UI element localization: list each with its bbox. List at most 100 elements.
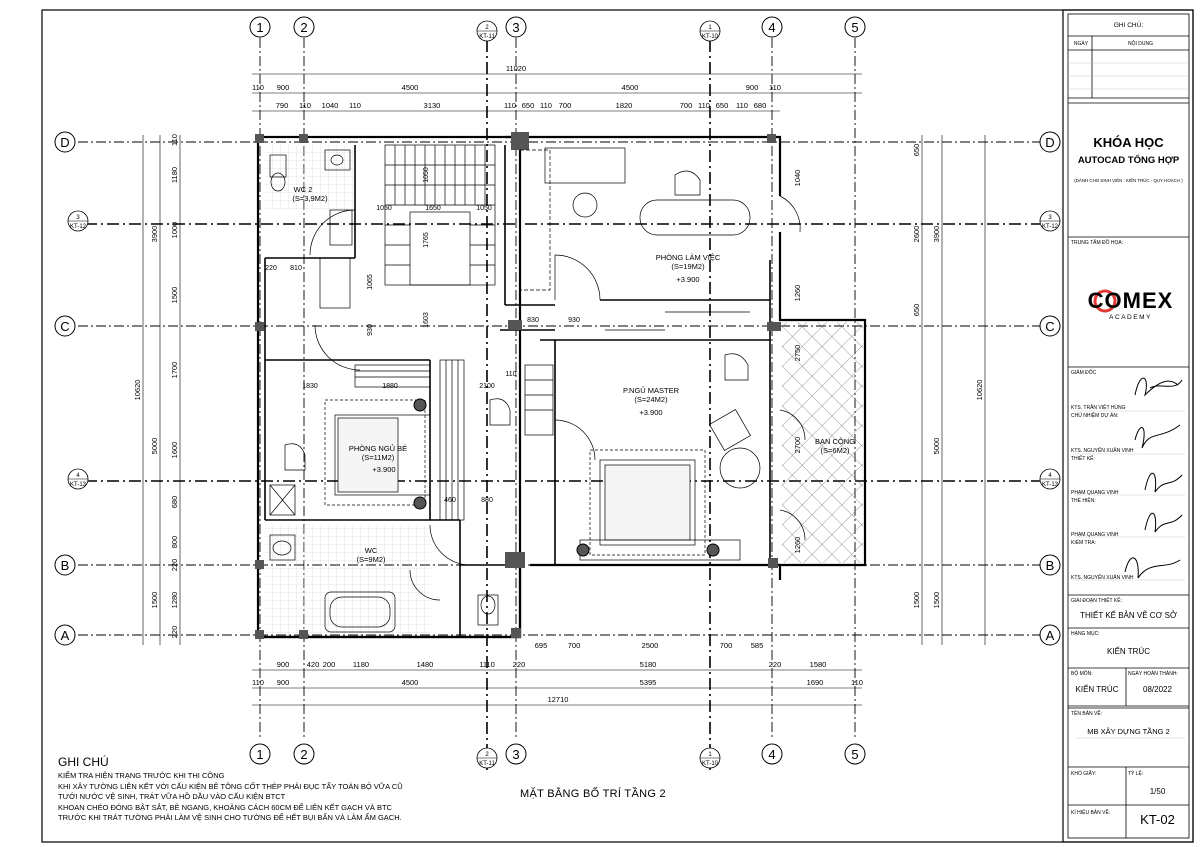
tb-stage-value: THIẾT KẾ BẢN VẼ CƠ SỞ — [1080, 611, 1177, 620]
dim-bottom-b: 2500 — [642, 641, 659, 650]
grid-label-col-5-bottom: 5 — [851, 747, 858, 762]
room-label: BAN CÔNG — [815, 437, 855, 446]
room-level: +3.900 — [676, 275, 699, 284]
room-area: (S=6M2) — [821, 446, 850, 455]
dim-bottom2: 900 — [277, 678, 290, 687]
room-level: +3.900 — [372, 465, 395, 474]
grid-label-row-D: D — [60, 135, 69, 150]
tb-scale-label: TỶ LỆ: — [1128, 771, 1144, 777]
tb-code-label: KÍ HIỆU BẢN VẼ: — [1071, 810, 1111, 816]
wardrobes — [319, 257, 554, 521]
grid-label-col-2: 2 — [300, 20, 307, 35]
dim-right-in: 2600 — [912, 226, 921, 243]
dim-top2: 1040 — [322, 101, 339, 110]
dim-interior: 880 — [481, 497, 493, 504]
dim-bottom-b: 700 — [568, 641, 581, 650]
grid-label-row-B-right: B — [1046, 558, 1055, 573]
tb-ghi-chu: GHI CHÚ: — [1113, 22, 1144, 29]
tb-course-sub: (DÀNH CHO SINH VIÊN : KIẾN TRÚC - QUY HO… — [1074, 178, 1183, 183]
grid-label-col-1: 1 — [256, 20, 263, 35]
room-area: (S=19M2) — [671, 262, 705, 271]
dim-top: 110 — [769, 83, 781, 92]
grid-label-col-3-bottom: 3 — [512, 747, 519, 762]
tb-pm-label: CHỦ NHIỆM DỰ ÁN: — [1071, 413, 1119, 419]
dim-bottom: 1110 — [479, 660, 495, 669]
grid-label-row-C-right: C — [1045, 319, 1054, 334]
tb-center-label: TRUNG TÂM ĐỒ HỌA: — [1071, 240, 1124, 246]
tb-pm-name: KTS. NGUYỄN XUÂN VINH — [1071, 448, 1134, 454]
dim-left-in: 800 — [170, 536, 179, 549]
tb-dept-value: KIẾN TRÚC — [1075, 685, 1119, 694]
furniture — [269, 147, 761, 633]
dim-bottom2: 110 — [851, 678, 863, 687]
signatures — [1124, 377, 1183, 579]
tb-design-label: THIẾT KẾ: — [1071, 456, 1095, 462]
tb-design-name: PHẠM QUANG VINH — [1071, 490, 1119, 496]
dim-bottom: 220 — [513, 660, 526, 669]
section-ref: KT-12 — [70, 224, 87, 230]
tb-check-label: KIỂM TRA: — [1071, 540, 1096, 546]
dim-top2: 110 — [504, 101, 516, 110]
room-label: WC 2 — [294, 185, 313, 194]
dim-bottom2: 1690 — [807, 678, 824, 687]
dim-right-in: 650 — [912, 144, 921, 157]
dim-right-in: 1500 — [912, 592, 921, 609]
dim-top2: 110 — [736, 101, 748, 110]
dim-bottom: 5180 — [640, 660, 657, 669]
notes-heading: GHI CHÚ — [58, 755, 109, 769]
dim-top2: 110 — [299, 101, 311, 110]
tb-logo-sub: ACADEMY — [1109, 314, 1152, 321]
room-label: PHÒNG LÀM VIỆC — [656, 253, 721, 262]
dim-interior-v: 1050 — [423, 167, 430, 183]
section-num: 3 — [76, 215, 80, 221]
tb-logo-main: COMEX — [1087, 288, 1174, 313]
note-line: TƯỚI NƯỚC VỆ SINH, TRÁT VỮA HỒ DẦU VÀO C… — [58, 792, 286, 802]
dim-top2: 650 — [716, 101, 729, 110]
tb-draw-label: THỂ HIỆN: — [1071, 498, 1096, 504]
tb-dept-label: BỘ MÔN: — [1071, 671, 1093, 677]
tb-draw-name: PHẠM QUANG VINH — [1071, 532, 1119, 538]
dim-interior-v: 930 — [367, 324, 374, 336]
section-ref: KT-10 — [702, 761, 719, 767]
dim-interior-v: 1065 — [367, 274, 374, 290]
dim-interior: 2100 — [479, 383, 495, 390]
room-area: (S=3,9M2) — [292, 194, 328, 203]
grid-label-row-D-right: D — [1045, 135, 1054, 150]
tb-item-value: KIẾN TRÚC — [1107, 647, 1150, 656]
wc-tile — [265, 525, 430, 635]
dim-left-in: 220 — [170, 626, 179, 639]
dim-interior-v: 1603 — [423, 312, 430, 328]
tb-stage-label: GIAI ĐOẠN THIẾT KẾ: — [1071, 598, 1122, 604]
section-num: 2 — [485, 752, 489, 758]
dim-left-in: 1000 — [170, 222, 179, 239]
dim-top2: 110 — [698, 101, 710, 110]
dim-bottom-b: 695 — [535, 641, 548, 650]
grid-label-col-1-bottom: 1 — [256, 747, 263, 762]
dim-right: 3900 — [932, 226, 941, 243]
dim-left-in: 1700 — [170, 362, 179, 379]
dim-left: 3900 — [150, 226, 159, 243]
section-ref: KT-12 — [1042, 224, 1059, 230]
dim-right-total: 10620 — [975, 380, 984, 401]
dimension-lines — [142, 73, 986, 706]
dim-top: 4500 — [402, 83, 419, 92]
dim-bottom: 220 — [769, 660, 782, 669]
dim-right-in: 1260 — [793, 285, 802, 302]
dim-top2: 700 — [680, 101, 693, 110]
grid-label-col-3: 3 — [512, 20, 519, 35]
dim-left-in: 1180 — [170, 167, 179, 183]
room-area: (S=24M2) — [634, 395, 668, 404]
grid-label-col-4: 4 — [768, 20, 775, 35]
tb-paper-label: KHỔ GIẤY: — [1071, 771, 1097, 777]
grid-bubbles — [54, 16, 1061, 765]
tb-director-name: KTS. TRẦN VIỆT HÙNG — [1071, 405, 1126, 411]
title-block-frame — [1062, 9, 1194, 843]
dim-left-in: 1280 — [170, 592, 179, 609]
drawing-title: MẶT BẰNG BỐ TRÍ TẦNG 2 — [520, 788, 666, 800]
tb-ngay: NGÀY — [1073, 41, 1089, 47]
lamps — [413, 398, 720, 557]
dim-interior: 810 — [290, 265, 302, 272]
room-label: P.NGỦ MASTER — [623, 386, 680, 395]
dim-left-in: 220 — [170, 559, 179, 572]
